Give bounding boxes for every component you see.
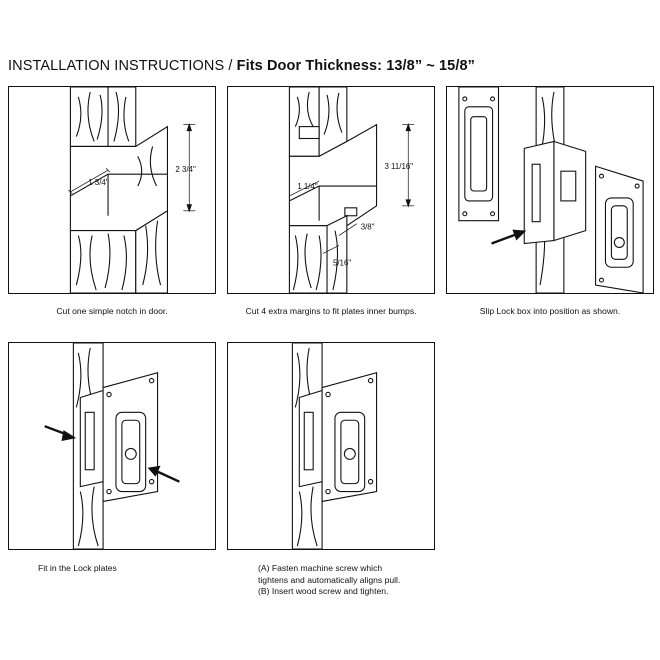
step-1-caption: Cut one simple notch in door. [56, 306, 168, 316]
step-5-panel [227, 342, 435, 550]
step2-dim-depth: 3/8" [361, 223, 375, 232]
step2-dim-small: 5/16" [333, 258, 351, 267]
step-5-caption: (A) Fasten machine screw which tightens … [258, 563, 400, 598]
title-bold: Fits Door Thickness: 13/8” ~ 15/8” [236, 58, 475, 74]
step-4-panel [8, 342, 216, 550]
slip-lock-box-illustration [458, 87, 644, 293]
step1-dim-height: 2 3/4" [175, 165, 196, 174]
step2-dim-height: 3 11/16" [384, 162, 413, 171]
step1-dim-width: 1 3/4" [88, 178, 109, 187]
step2-dim-width: 1 1/4" [297, 182, 318, 191]
step-3-caption: Slip Lock box into position as shown. [479, 306, 621, 316]
title-light: INSTALLATION INSTRUCTIONS / [8, 58, 237, 74]
margins-door-illustration: 1 1/4" 3 11/16" 3/8" 5/16" [288, 87, 415, 293]
page-title: INSTALLATION INSTRUCTIONS / Fits Door Th… [8, 58, 475, 74]
step-5-caption-c: (B) Insert wood screw and tighten. [258, 586, 389, 596]
fasten-screws-illustration [291, 343, 378, 549]
step-2-panel: 1 1/4" 3 11/16" 3/8" 5/16" [227, 86, 435, 294]
step-2-caption: Cut 4 extra margins to fit plates inner … [245, 306, 417, 316]
step-5-caption-a: (A) Fasten machine screw which [258, 563, 383, 573]
step-4-caption: Fit in the Lock plates [38, 563, 117, 573]
fit-lock-plates-illustration [44, 343, 180, 549]
step-1-panel: 1 3/4" 2 3/4" [8, 86, 216, 294]
step-3-panel [446, 86, 654, 294]
step-5-caption-b: tightens and automatically aligns pull. [258, 574, 401, 585]
notch-door-illustration: 1 3/4" 2 3/4" [68, 87, 196, 293]
